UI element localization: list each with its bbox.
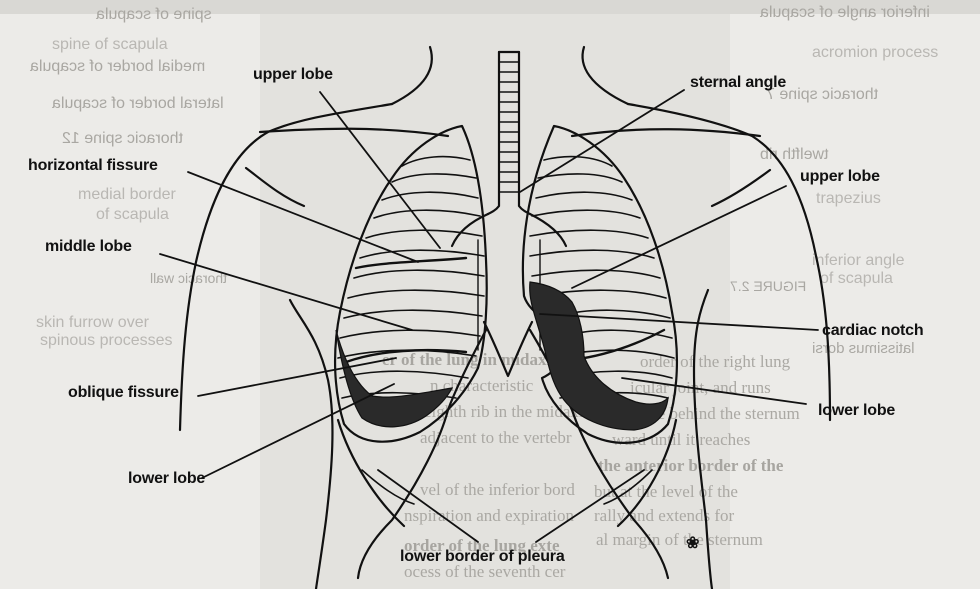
leader-horizontal-fissure — [188, 172, 418, 262]
right-lower-lobe-shading — [336, 330, 452, 427]
label-upper-lobe-left: upper lobe — [800, 168, 880, 186]
lower-pleura-left — [338, 420, 404, 526]
costal-margin-left — [358, 330, 486, 578]
small-mark: ❀ — [686, 535, 699, 552]
armpit-left — [290, 300, 332, 589]
leader-pleura-right — [536, 470, 644, 542]
bronchus-right — [530, 214, 566, 246]
label-lower-border-of-pleura: lower border of pleura — [400, 548, 565, 566]
label-oblique-fissure: oblique fissure — [68, 384, 179, 402]
leader-lower-lobe-left — [202, 384, 394, 478]
label-upper-lobe-right: upper lobe — [253, 66, 333, 84]
label-lower-lobe-left: lower lobe — [128, 470, 205, 488]
label-cardiac-notch: cardiac notch — [822, 322, 923, 340]
neck-right-outline — [583, 47, 628, 104]
trachea-rings — [499, 62, 519, 192]
right-lung-ribs — [338, 157, 484, 398]
leader-upper-lobe-left — [572, 186, 786, 288]
clavicle-right — [572, 129, 760, 136]
oblique-fissure-left — [572, 330, 664, 360]
label-middle-lobe: middle lobe — [45, 238, 132, 256]
label-horizontal-fissure: horizontal fissure — [28, 157, 158, 175]
scapula-left-hint — [246, 168, 304, 206]
leader-upper-lobe-right — [320, 92, 440, 248]
label-sternal-angle: sternal angle — [690, 74, 786, 92]
sternum-lower — [484, 322, 532, 376]
leader-lower-lobe-right — [622, 378, 806, 404]
neck-left-outline — [392, 47, 432, 104]
shoulder-right-outline — [628, 104, 830, 420]
label-lower-lobe-right: lower lobe — [818, 402, 895, 420]
leader-pleura-left — [378, 470, 478, 542]
scapula-right-hint — [712, 170, 770, 206]
trachea-left-wall — [488, 52, 499, 214]
